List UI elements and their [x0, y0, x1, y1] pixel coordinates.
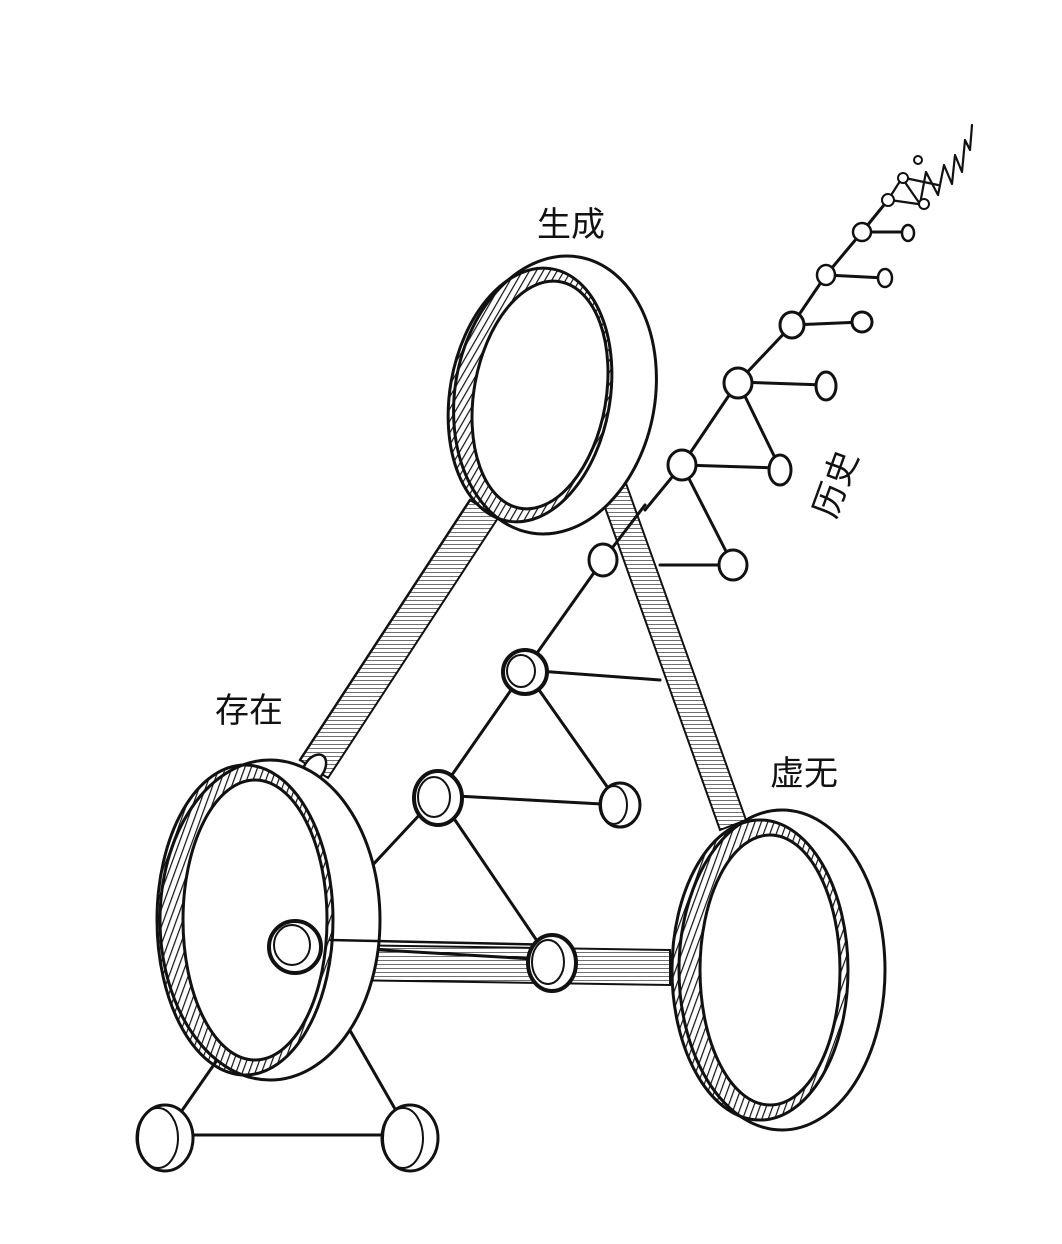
label-history: 历史	[806, 445, 867, 523]
rod-becoming-to-being	[298, 498, 500, 785]
label-becoming: 生成	[537, 205, 605, 245]
rod-being-inner	[328, 938, 562, 947]
label-nothingness: 虚无	[770, 754, 838, 794]
label-being: 存在	[215, 691, 283, 731]
history-chain-tail	[881, 123, 974, 210]
ring-nothingness	[670, 808, 887, 1132]
rod-becoming-to-nothingness	[594, 468, 748, 832]
nodes	[135, 221, 916, 1173]
ring-being	[155, 758, 382, 1082]
ring-becoming	[446, 254, 658, 536]
